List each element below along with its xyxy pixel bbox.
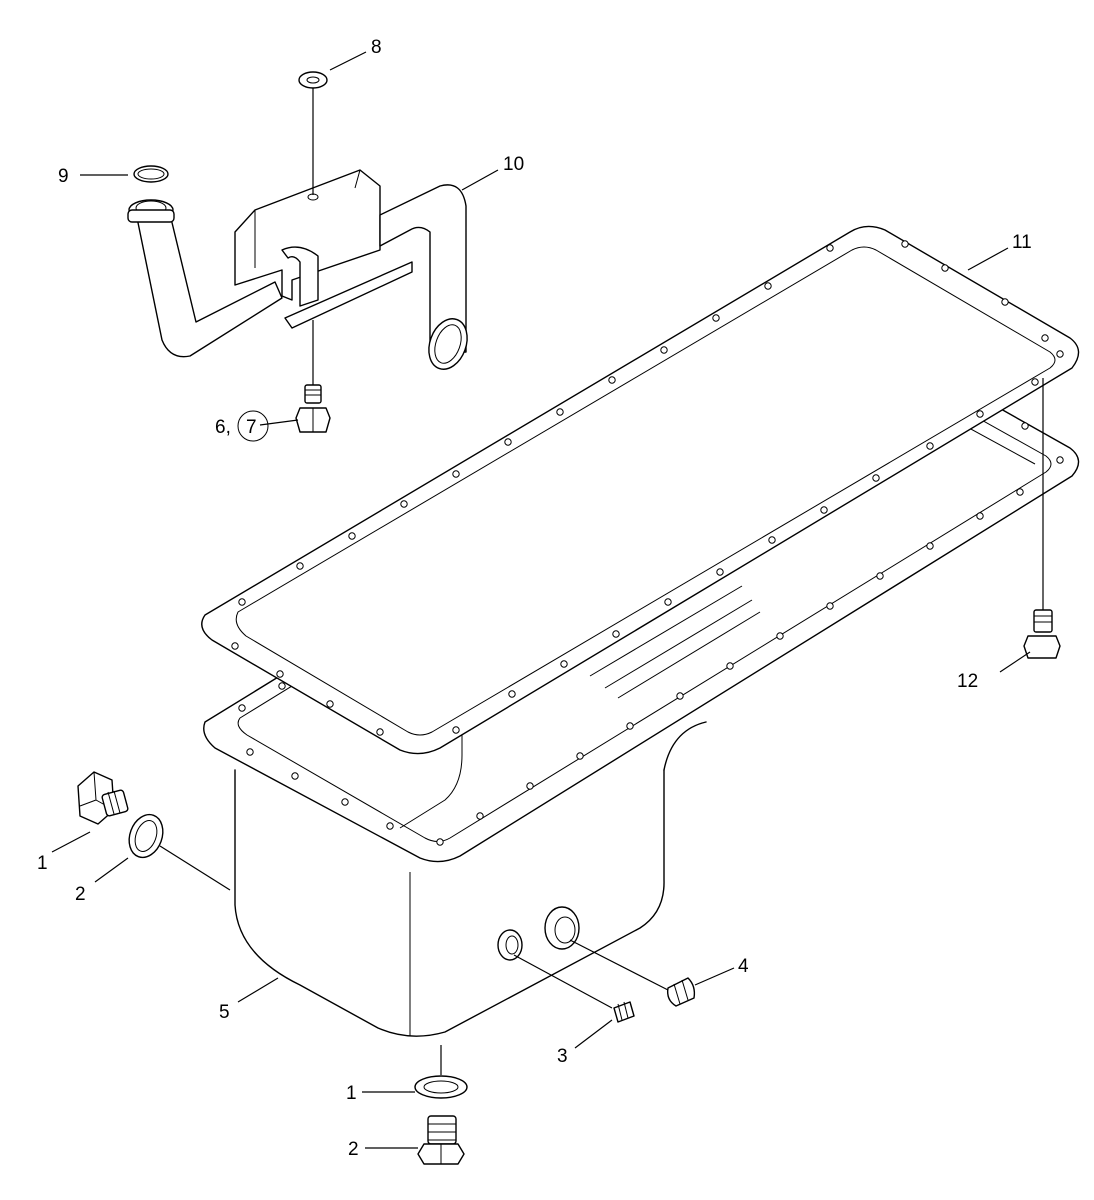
callout-5: 5 <box>219 1002 230 1023</box>
pipe-plug-small <box>613 1001 635 1023</box>
drain-plug-bottom <box>417 1115 465 1165</box>
leader-lines <box>51 51 1031 1149</box>
callout-3: 3 <box>557 1046 568 1067</box>
callout-7-circle <box>237 410 269 442</box>
callout-2-left: 2 <box>75 884 86 905</box>
callout-4: 4 <box>738 956 749 977</box>
drain-plug-left <box>77 771 129 825</box>
callout-9: 9 <box>58 166 69 187</box>
oil-pan <box>203 329 1080 1037</box>
callout-8: 8 <box>371 37 382 58</box>
callout-10: 10 <box>503 154 524 175</box>
pan-bolt <box>1023 378 1061 659</box>
pipe-plug-large <box>666 977 696 1007</box>
callout-2-bottom: 2 <box>348 1139 359 1160</box>
callout-6: 6, <box>215 417 231 438</box>
callout-1-bottom: 1 <box>346 1083 357 1104</box>
callout-7: 7 <box>246 417 257 438</box>
oil-pan-gasket <box>201 225 1080 755</box>
drain-washer-left <box>128 813 164 859</box>
callout-11: 11 <box>1012 232 1032 253</box>
bracket-bolt-nut <box>295 320 331 433</box>
callout-1-left: 1 <box>37 853 48 874</box>
oil-suction-pipe <box>127 169 468 370</box>
drain-washer-bottom <box>414 1075 468 1099</box>
callout-12: 12 <box>957 671 978 692</box>
